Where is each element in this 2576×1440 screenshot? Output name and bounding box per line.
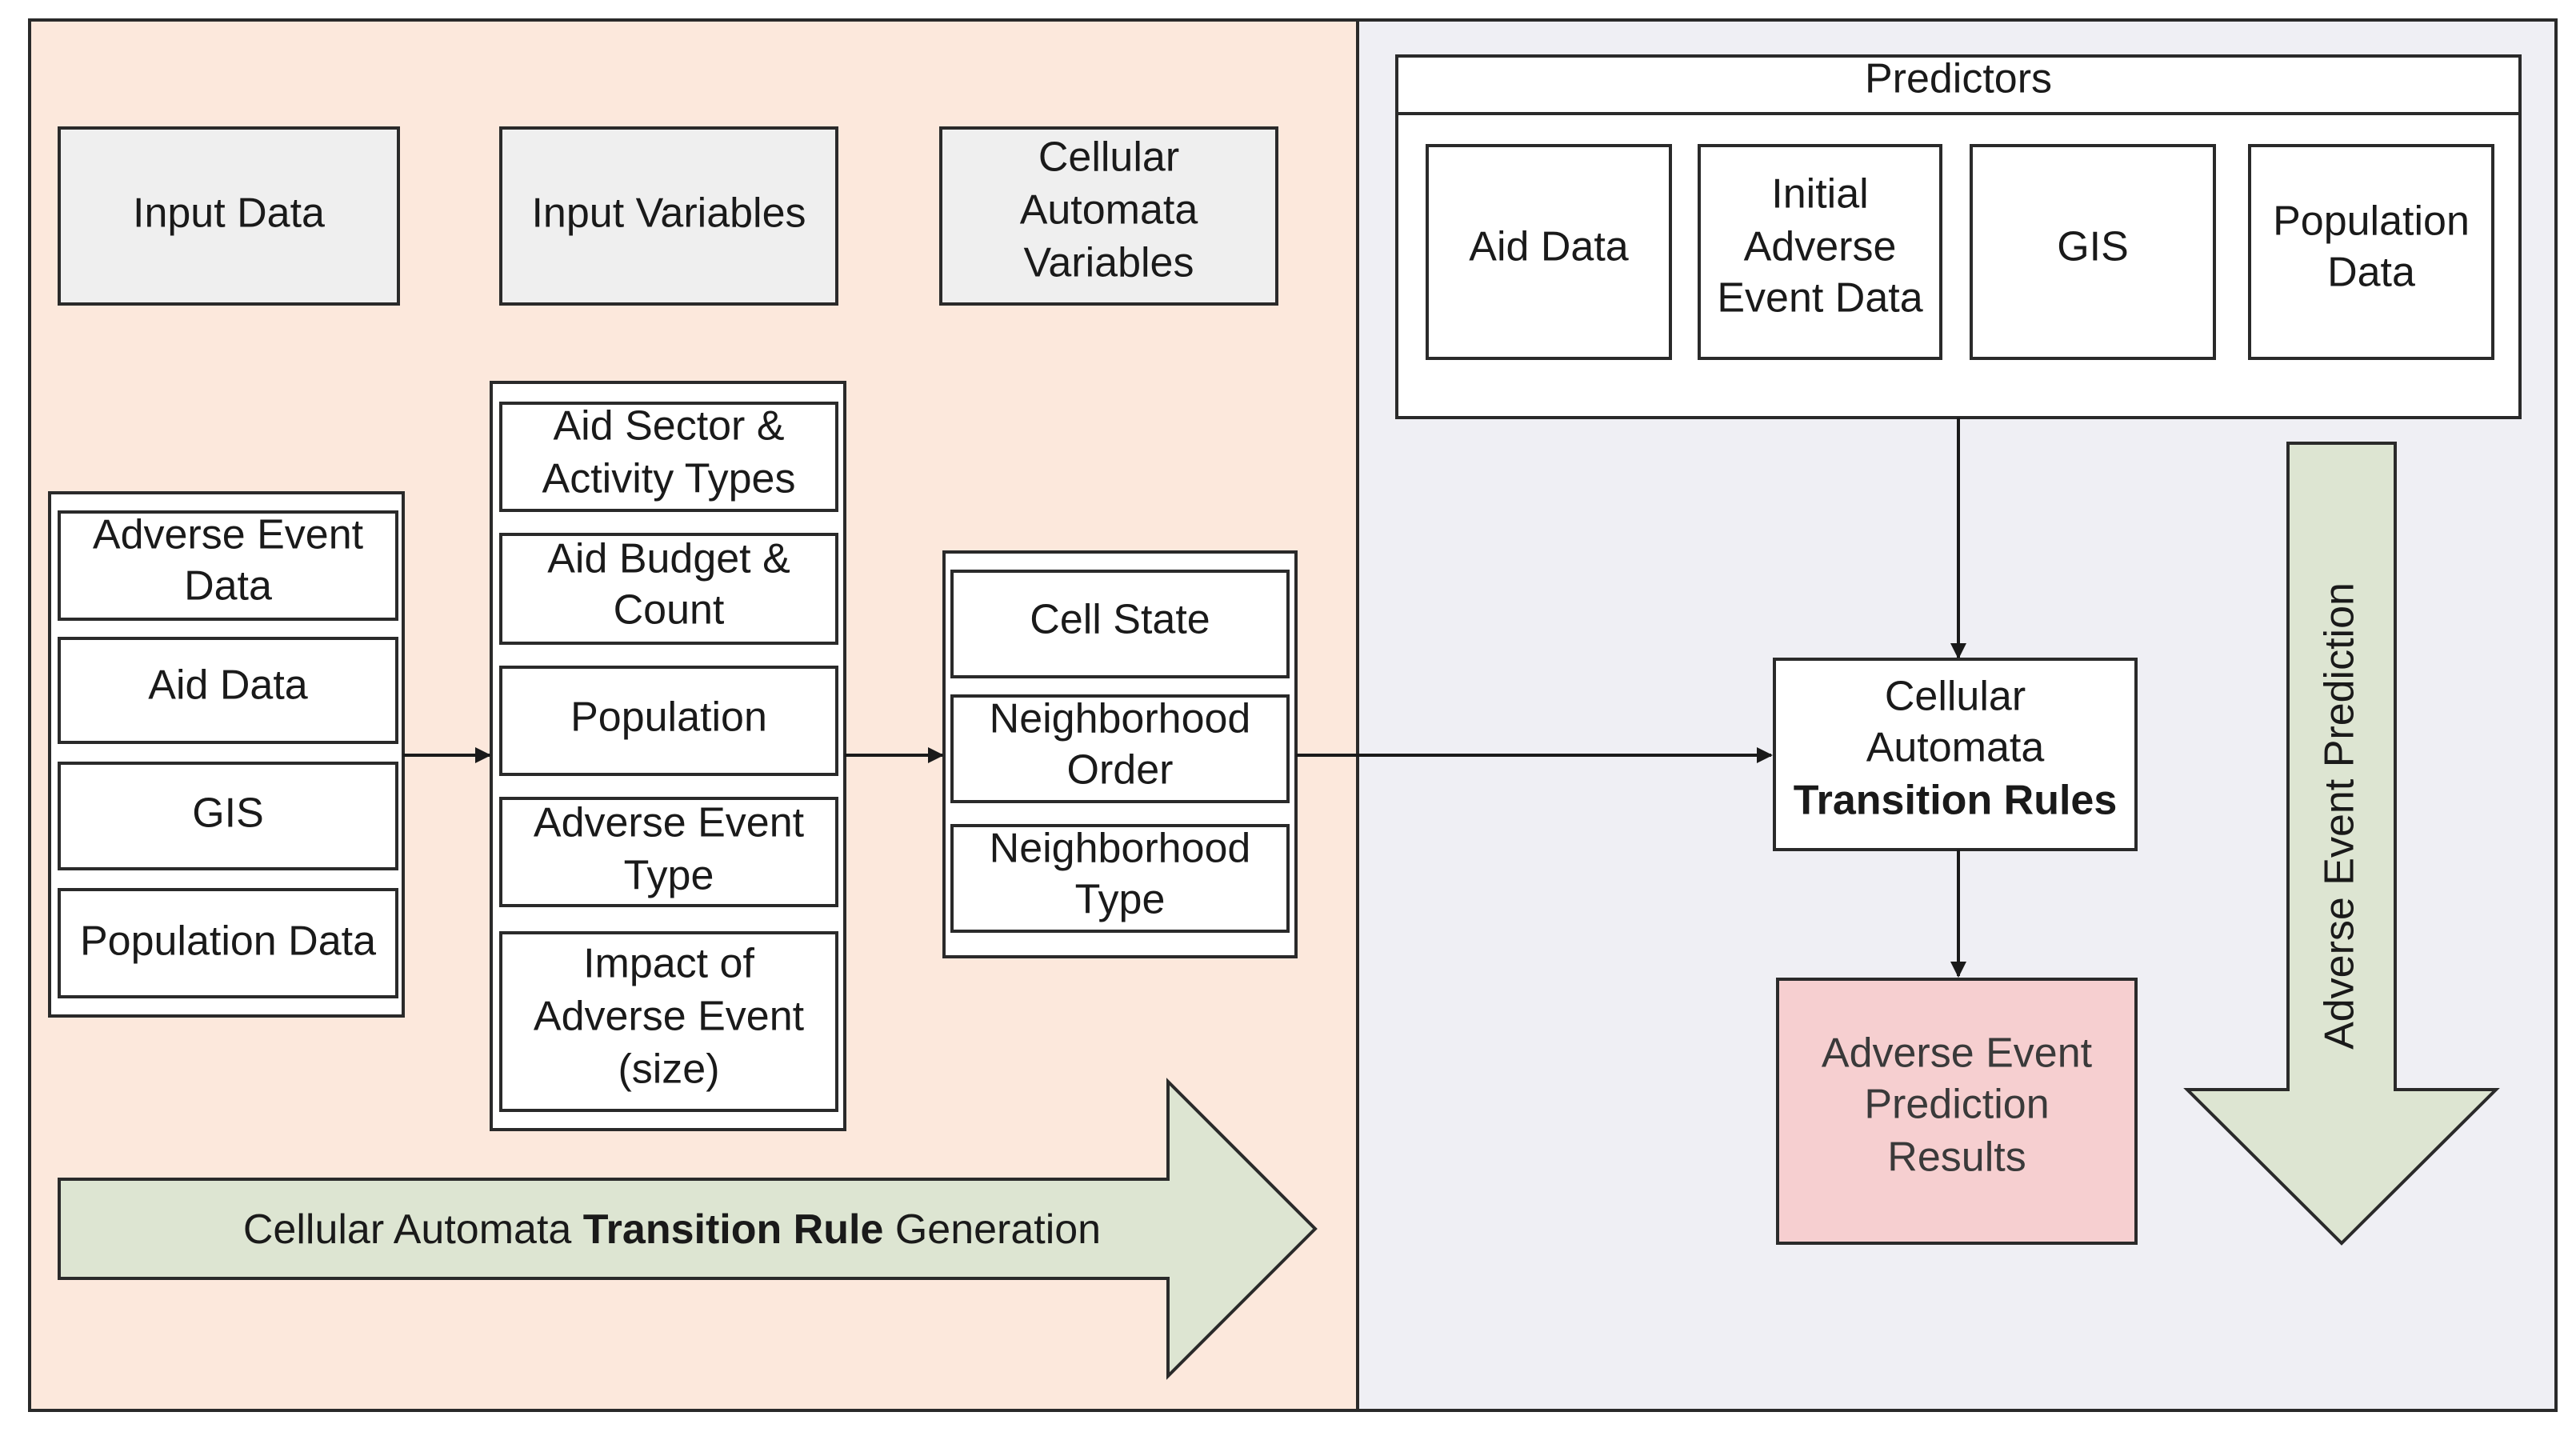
prediction-results-line3: Results [1887,1134,2026,1181]
input-variable-aid-budget [499,533,838,645]
adverse-event-prediction-arrow: Adverse Event Prediction [2183,442,2500,1246]
header-input-data: Input Data [58,126,400,306]
input-variable-aid-budget-line1: Aid Budget & [547,536,790,582]
input-variable-adverse-event-type-line2: Type [624,853,714,899]
ca-variable-neighborhood-type-line1: Neighborhood [990,826,1251,872]
prediction-results-box: Adverse Event Prediction Results [1776,978,2138,1245]
input-data-group: Adverse Event Data Aid Data GIS Populati… [48,491,405,1018]
input-variable-population-label: Population [570,694,767,741]
input-data-item-population [58,888,398,998]
transition-rules-line3: Transition Rules [1794,778,2118,824]
predictor-initial-adverse-event [1698,144,1942,360]
input-data-item-aid-data [58,637,398,744]
ca-variable-neighborhood-order-line2: Order [1067,747,1174,794]
header-input-variables: Input Variables [499,126,838,306]
prediction-results-line2: Prediction [1864,1082,2049,1128]
input-data-item-gis [58,762,398,870]
input-data-item-gis-label: GIS [192,790,264,837]
input-variable-aid-sector-line1: Aid Sector & [553,403,784,450]
ca-variables-group: Cell State Neighborhood Order Neighborho… [942,550,1298,958]
generation-label-prefix: Cellular Automata [243,1206,583,1253]
header-input-variables-label: Input Variables [531,190,806,237]
header-ca-variables-line3: Variables [1024,240,1194,286]
input-variable-impact-line1: Impact of [583,941,754,987]
ca-variable-cell-state [950,570,1290,678]
input-variable-adverse-event-type [499,797,838,907]
ca-variable-neighborhood-type [950,824,1290,933]
predictor-gis-label: GIS [2057,224,2129,270]
input-variable-aid-sector-line2: Activity Types [542,456,796,502]
predictor-gis [1970,144,2216,360]
input-data-item-adverse-event-line1: Adverse Event [93,512,364,558]
input-data-item-aid-data-label: Aid Data [148,662,308,709]
predictor-aid-data [1426,144,1672,360]
transition-rules-line1: Cellular [1885,674,2026,720]
input-data-item-adverse-event-line2: Data [184,563,272,610]
ca-variable-neighborhood-order [950,694,1290,803]
transition-rules-box: Cellular Automata Transition Rules [1773,658,2138,851]
header-input-data-label: Input Data [133,190,325,237]
header-ca-variables: Cellular Automata Variables [939,126,1278,306]
transition-rules-line2: Automata [1866,725,2045,771]
predictor-aid-data-label: Aid Data [1469,224,1629,270]
predictor-initial-adverse-event-line3: Event Data [1717,275,1922,322]
predictor-initial-adverse-event-line1: Initial [1771,171,1868,218]
predictor-population-data [2248,144,2494,360]
input-variable-impact-line2: Adverse Event [534,994,805,1040]
ca-variable-neighborhood-type-line2: Type [1075,877,1166,923]
transition-rule-generation-arrow: Cellular Automata Transition Rule Genera… [58,1078,1318,1380]
input-variable-impact [499,931,838,1112]
input-variable-population [499,666,838,776]
input-variable-adverse-event-type-line1: Adverse Event [534,800,805,846]
header-ca-variables-line2: Automata [1020,187,1198,234]
predictor-population-data-line1: Population [2273,198,2470,245]
header-ca-variables-line1: Cellular [1038,134,1179,181]
ca-variable-cell-state-label: Cell State [1030,597,1210,643]
ca-variable-neighborhood-order-line1: Neighborhood [990,696,1251,742]
predictor-initial-adverse-event-line2: Adverse [1744,224,1897,270]
predictors-title: Predictors [1865,56,2052,102]
input-variable-aid-sector [499,402,838,512]
transition-rule-generation-label: Cellular Automata Transition Rule Genera… [243,1206,1101,1253]
input-variable-aid-budget-line2: Count [614,587,725,634]
predictor-population-data-line2: Data [2327,250,2415,296]
input-variable-impact-line3: (size) [618,1046,719,1093]
prediction-results-line1: Adverse Event [1822,1030,2093,1077]
input-data-item-population-label: Population Data [80,918,376,965]
generation-label-bold: Transition Rule [583,1206,884,1253]
predictors-block: Predictors Aid Data Initial Adverse Even… [1395,54,2522,419]
input-data-item-adverse-event [58,510,398,621]
input-variables-group: Aid Sector & Activity Types Aid Budget &… [490,381,846,1131]
adverse-event-prediction-label: Adverse Event Prediction [2317,582,2363,1050]
generation-label-suffix: Generation [883,1206,1101,1253]
